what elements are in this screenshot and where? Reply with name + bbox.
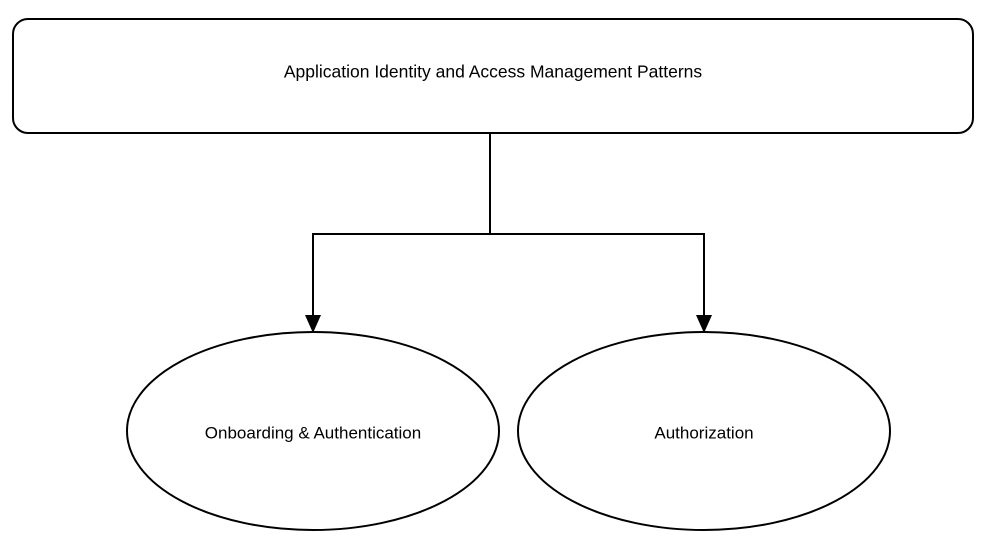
arrowhead-authorization-icon (696, 315, 712, 333)
node-onboarding-authentication[interactable]: Onboarding & Authentication (126, 331, 500, 531)
node-authorization[interactable]: Authorization (517, 331, 891, 531)
onboarding-authentication-node-shape[interactable] (126, 331, 500, 531)
node-root[interactable]: Application Identity and Access Manageme… (12, 18, 974, 134)
authorization-node-shape[interactable] (517, 331, 891, 531)
root-node-label: Application Identity and Access Manageme… (284, 62, 703, 82)
root-node-shape[interactable] (12, 18, 974, 134)
arrowhead-onboarding-icon (305, 315, 321, 333)
edge-group (305, 133, 712, 333)
authorization-node-label: Authorization (654, 423, 753, 442)
onboarding-authentication-node-label: Onboarding & Authentication (205, 423, 421, 442)
